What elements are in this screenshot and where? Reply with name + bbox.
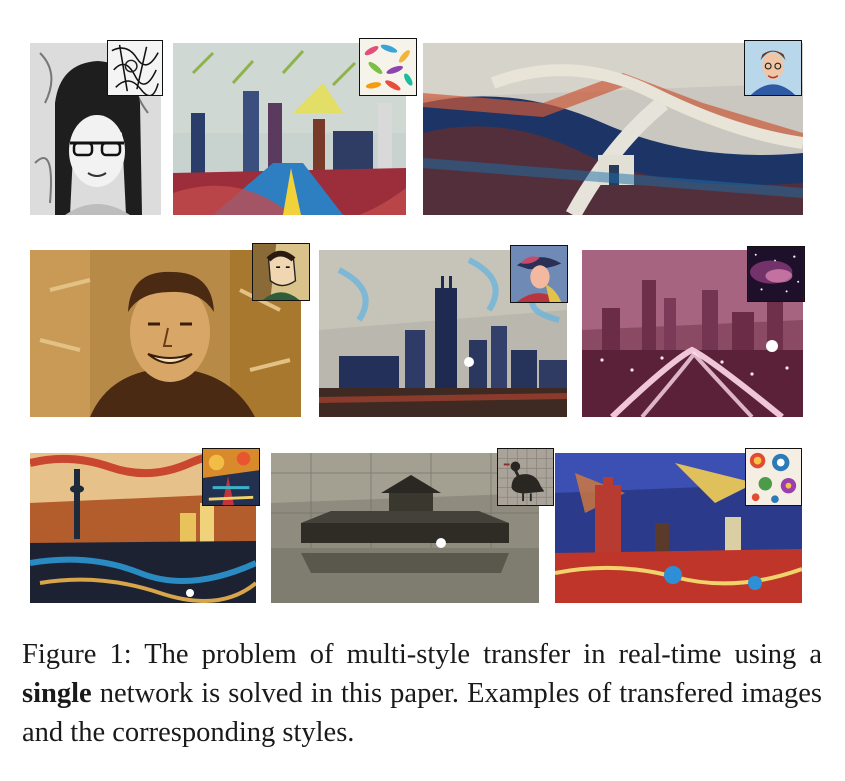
stylized-city-skyline-abstract — [555, 453, 802, 603]
caption-bold-word: single — [22, 678, 92, 709]
caption-text-after: network is solved in this paper. Example… — [22, 678, 823, 748]
style-thumbnail-mosaic-bird — [497, 448, 554, 506]
style-thumbnail-nebula — [747, 246, 805, 302]
caption-label: Figure 1: — [22, 639, 132, 670]
caption-text-before: The problem of multi-style transfer in r… — [144, 639, 822, 670]
figure-caption: Figure 1: The problem of multi-style tra… — [22, 635, 822, 752]
style-thumbnail-portrait-painting — [744, 40, 802, 96]
style-thumbnail-feathers — [359, 38, 417, 96]
stylized-palace-grey — [271, 453, 539, 603]
stylized-city-skyline-colorful — [173, 43, 406, 215]
style-thumbnail-woman-hat — [510, 245, 568, 303]
stylized-city-skyline-blue — [319, 250, 567, 417]
style-thumbnail-circles — [745, 448, 802, 506]
style-thumbnail-abstract-sketch — [107, 40, 163, 96]
stylized-great-wall-mosaic — [423, 43, 803, 215]
style-thumbnail-rain-princess — [202, 448, 260, 506]
style-thumbnail-cubist-portrait — [252, 243, 310, 301]
